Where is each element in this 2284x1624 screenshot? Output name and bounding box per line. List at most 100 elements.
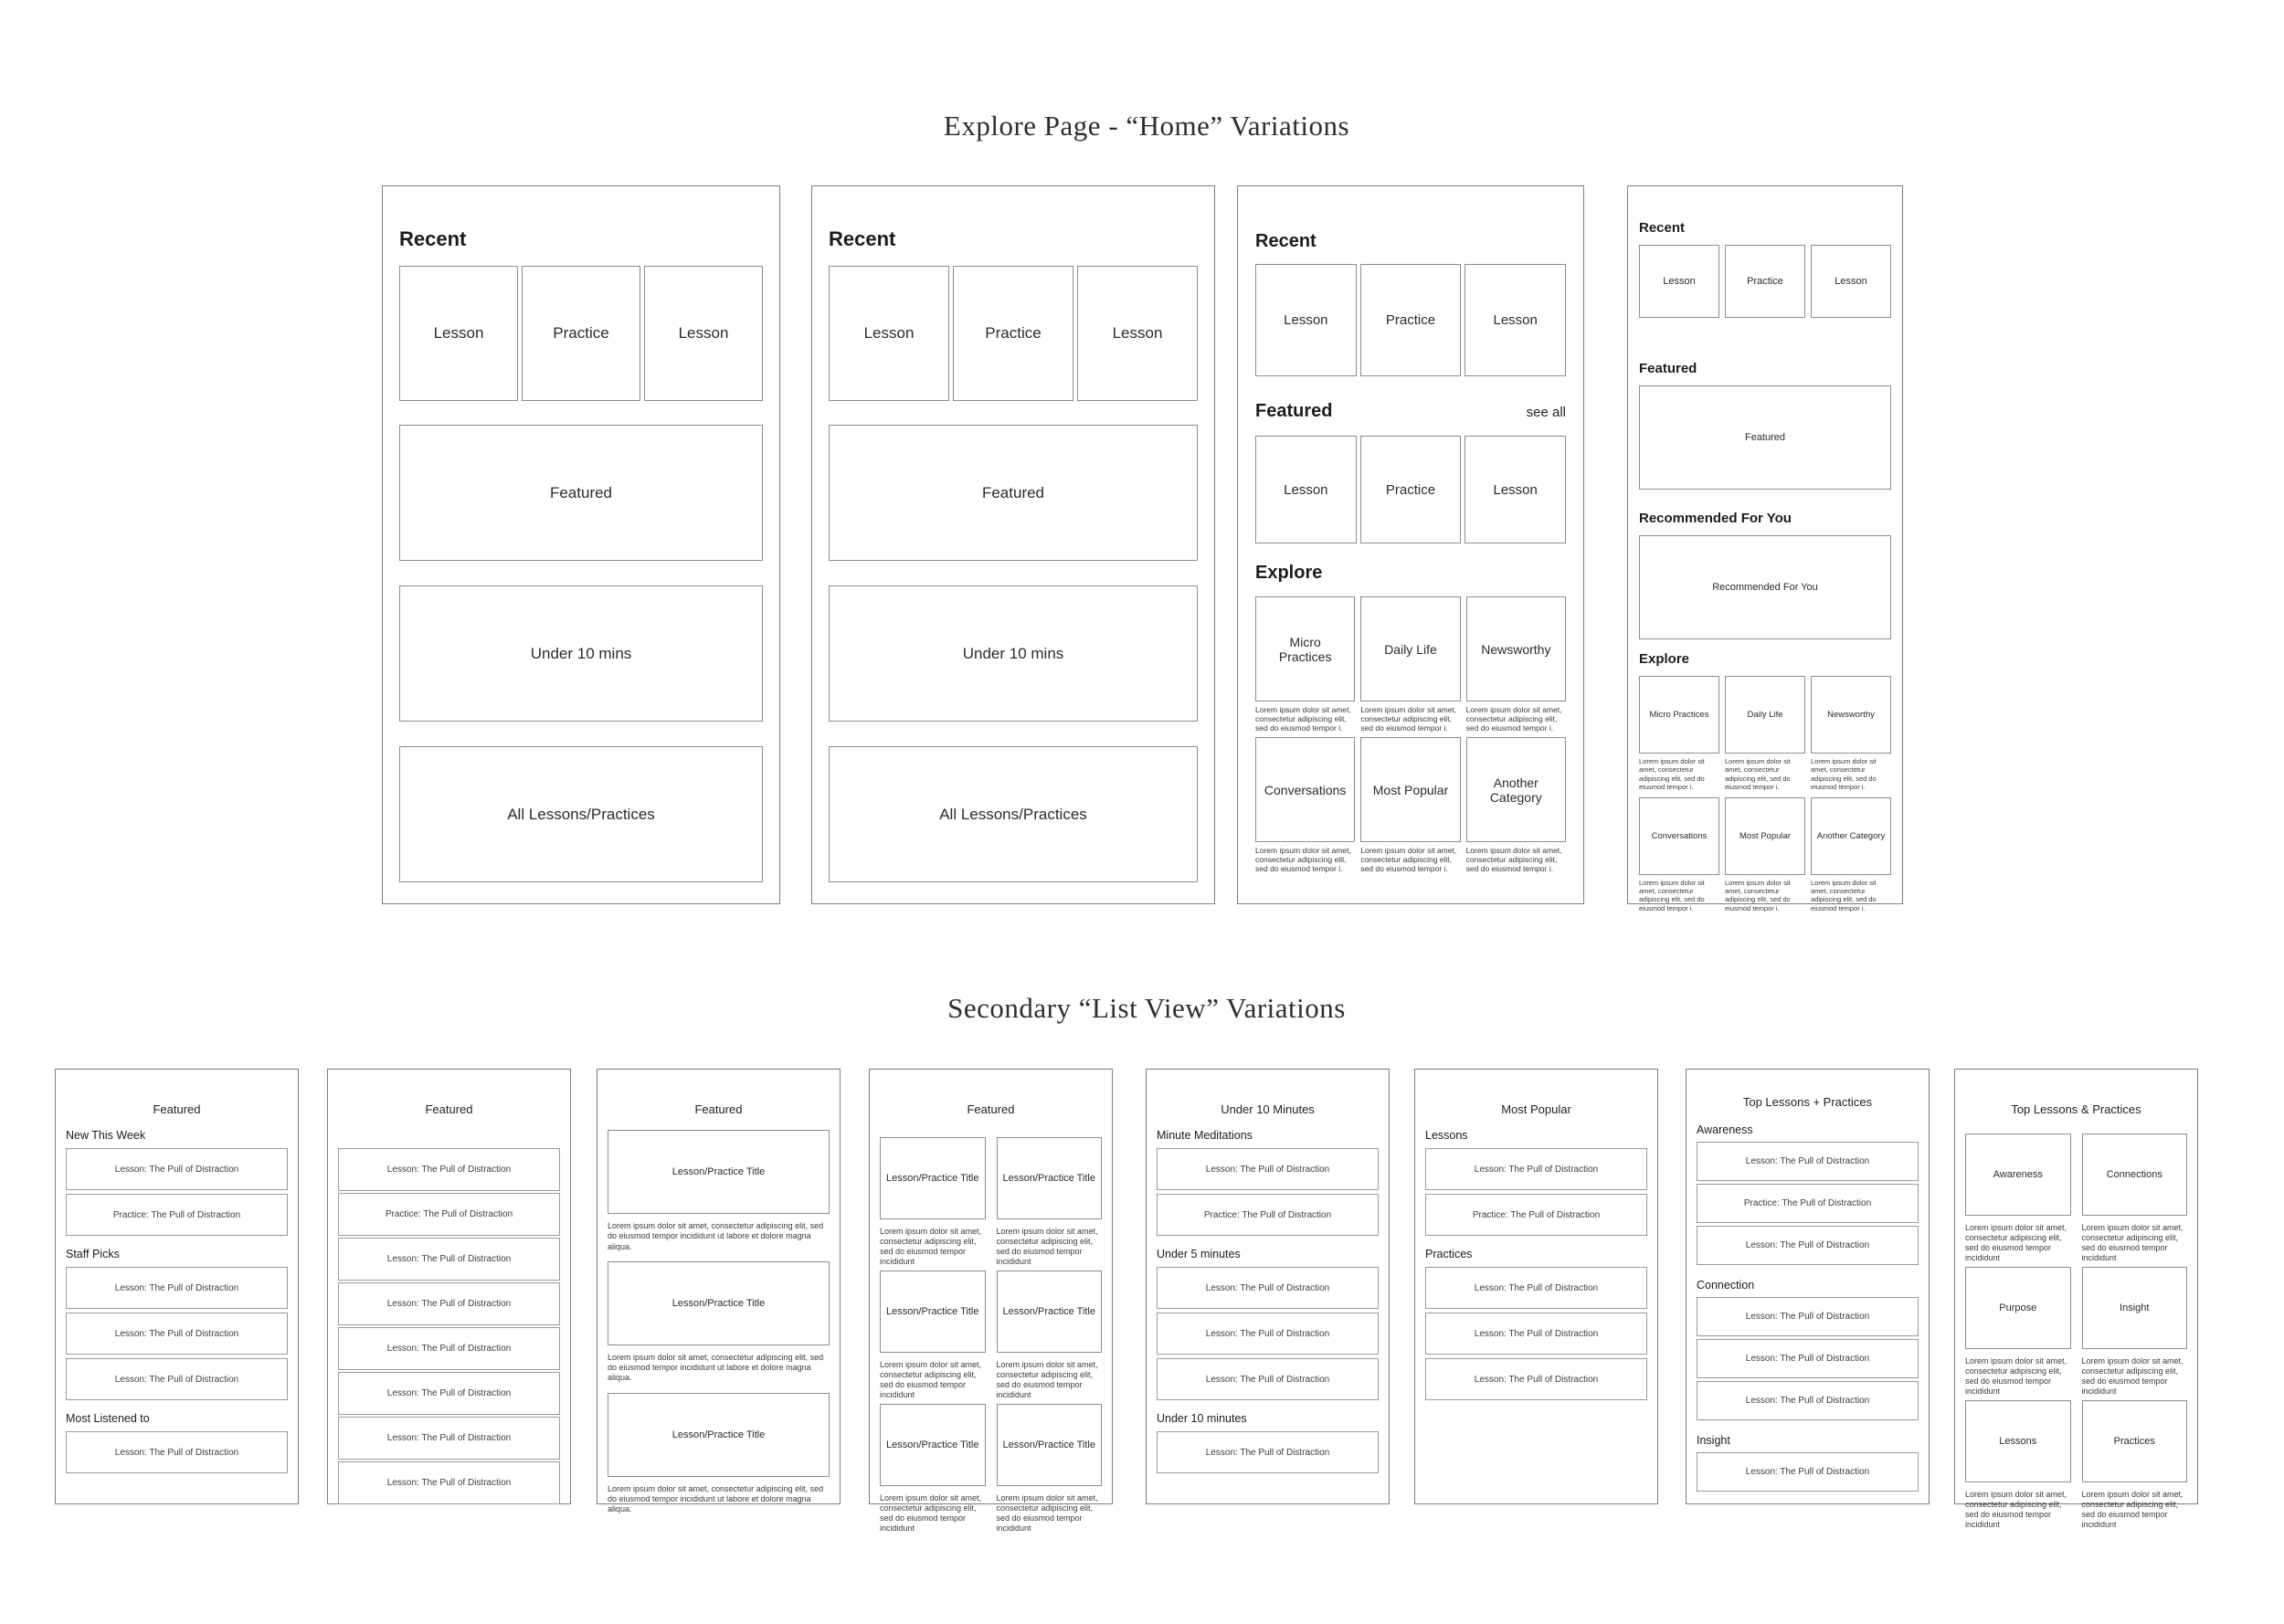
list-section-label: Insight: [1697, 1434, 1730, 1447]
list-section-label: New This Week: [66, 1129, 146, 1142]
panel-title: Top Lessons + Practices: [1742, 1095, 1873, 1109]
list-row: Practice: The Pull of Distraction: [1697, 1184, 1919, 1223]
content-tile: Lesson: [1639, 245, 1719, 318]
list-section-label: Practices: [1425, 1248, 1473, 1260]
category-caption: Lorem ipsum dolor sit amet, consectetur …: [2081, 1355, 2184, 1396]
category-box: Conversations: [1639, 796, 1719, 875]
wireframe-list-variant-8: Top Lessons & Practices Awareness Lorem …: [1954, 1069, 2198, 1529]
panel-title: Top Lessons & Practices: [2011, 1102, 2141, 1116]
content-tile: Lesson: [644, 266, 763, 401]
list-row: Lesson: The Pull of Distraction: [1157, 1313, 1379, 1355]
list-row: Practice: The Pull of Distraction: [1157, 1194, 1379, 1236]
wireframe-list-variant-3: Featured Lesson/Practice Title Lorem ips…: [597, 1069, 841, 1513]
card-caption: Lorem ipsum dolor sit amet, consectetur …: [996, 1227, 1098, 1266]
explore-cell: Daily Life Lorem ipsum dolor sit amet, c…: [1725, 676, 1805, 792]
category-caption: Lorem ipsum dolor sit amet, consectetur …: [1811, 878, 1877, 912]
category-cell: Insight Lorem ipsum dolor sit amet, cons…: [2081, 1266, 2187, 1397]
featured-box: Featured: [1639, 385, 1891, 490]
explore-cell: Newsworthy Lorem ipsum dolor sit amet, c…: [1811, 676, 1891, 792]
list-section-label: Under 10 minutes: [1157, 1412, 1247, 1425]
content-tile: Practice: [953, 266, 1073, 401]
card-caption: Lorem ipsum dolor sit amet, consectetur …: [996, 1359, 1098, 1399]
content-tile: Lesson: [1255, 264, 1357, 376]
featured-header-row: Featured see all: [1255, 400, 1566, 422]
category-cell: Lessons Lorem ipsum dolor sit amet, cons…: [1965, 1399, 2071, 1530]
category-cell: Practices Lorem ipsum dolor sit amet, co…: [2081, 1399, 2187, 1530]
explore-heading: Explore: [1639, 651, 1690, 667]
list-row: Lesson: The Pull of Distraction: [66, 1148, 288, 1190]
lesson-card: Lesson/Practice Title: [996, 1270, 1102, 1353]
card-caption: Lorem ipsum dolor sit amet, consectetur …: [880, 1492, 982, 1533]
section-box: All Lessons/Practices: [399, 746, 763, 882]
list-section: Most Listened to Lesson: The Pull of Dis…: [66, 1411, 288, 1473]
list-section: Awareness Lesson: The Pull of Distractio…: [1697, 1123, 1919, 1265]
list-section: Minute Meditations Lesson: The Pull of D…: [1157, 1128, 1379, 1236]
home-variations-section-title: Explore Page - “Home” Variations: [943, 110, 1350, 142]
category-box: Awareness: [1965, 1134, 2071, 1216]
wireframe-list-variant-6: Most Popular Lessons Lesson: The Pull of…: [1414, 1069, 1658, 1504]
list-row: Lesson: The Pull of Distraction: [66, 1358, 288, 1400]
list-section: Under 5 minutes Lesson: The Pull of Dist…: [1157, 1247, 1379, 1400]
explore-cell: Another Category Lorem ipsum dolor sit a…: [1465, 737, 1566, 873]
list-section: Under 10 minutes Lesson: The Pull of Dis…: [1157, 1411, 1379, 1473]
card-cell: Lesson/Practice Title Lorem ipsum dolor …: [880, 1137, 986, 1267]
content-tile: Practice: [522, 266, 640, 401]
panel-title: Most Popular: [1501, 1102, 1571, 1116]
category-box: Conversations: [1255, 737, 1356, 843]
content-tile: Lesson: [1465, 264, 1567, 376]
category-cell: Awareness Lorem ipsum dolor sit amet, co…: [1965, 1134, 2071, 1263]
category-box: Daily Life: [1360, 596, 1461, 701]
explore-cell: Another Category Lorem ipsum dolor sit a…: [1811, 796, 1891, 913]
category-caption: Lorem ipsum dolor sit amet, consectetur …: [1725, 878, 1791, 912]
lesson-card: Lesson/Practice Title: [996, 1137, 1102, 1219]
category-caption: Lorem ipsum dolor sit amet, consectetur …: [2081, 1223, 2184, 1262]
featured-heading: Featured: [1255, 401, 1333, 421]
list-section: Insight Lesson: The Pull of Distraction: [1697, 1433, 1919, 1492]
recent-heading: Recent: [399, 227, 467, 250]
list-section: Connection Lesson: The Pull of Distracti…: [1697, 1278, 1919, 1420]
recommended-box: Recommended For You: [1639, 535, 1891, 639]
category-box: Connections: [2081, 1134, 2187, 1216]
featured-heading: Featured: [1639, 361, 1697, 376]
content-tile: Lesson: [399, 266, 518, 401]
category-cell: Purpose Lorem ipsum dolor sit amet, cons…: [1965, 1266, 2071, 1397]
category-caption: Lorem ipsum dolor sit amet, consectetur …: [1725, 757, 1791, 792]
lesson-card: Lesson/Practice Title: [880, 1270, 986, 1353]
category-cell: Connections Lorem ipsum dolor sit amet, …: [2081, 1134, 2187, 1263]
list-section-label: Staff Picks: [66, 1248, 120, 1260]
category-caption: Lorem ipsum dolor sit amet, consectetur …: [2081, 1489, 2184, 1529]
content-tile: Practice: [1359, 436, 1462, 543]
section-box: Featured: [399, 425, 763, 561]
explore-cell: Most Popular Lorem ipsum dolor sit amet,…: [1360, 737, 1461, 873]
recent-heading: Recent: [1639, 220, 1686, 236]
list-row: Lesson: The Pull of Distraction: [1425, 1358, 1647, 1400]
card-caption: Lorem ipsum dolor sit amet, consectetur …: [608, 1221, 824, 1251]
wireframe-list-variant-5: Under 10 Minutes Minute Meditations Less…: [1146, 1069, 1390, 1504]
list-row: Lesson: The Pull of Distraction: [1157, 1358, 1379, 1400]
category-box: Newsworthy: [1465, 596, 1566, 701]
list-row: Lesson: The Pull of Distraction: [1697, 1142, 1919, 1181]
content-tile: Practice: [1359, 264, 1462, 376]
list-row: Lesson: The Pull of Distraction: [66, 1313, 288, 1355]
category-box: Insight: [2081, 1266, 2187, 1349]
category-box: Daily Life: [1725, 676, 1805, 754]
lesson-card: Lesson/Practice Title: [608, 1392, 830, 1477]
category-caption: Lorem ipsum dolor sit amet, consectetur …: [1811, 757, 1877, 792]
see-all-link: see all: [1526, 405, 1566, 420]
category-box: Another Category: [1465, 737, 1566, 843]
content-tile: Lesson: [1811, 245, 1891, 318]
lesson-card: Lesson/Practice Title: [608, 1260, 830, 1345]
card-cell: Lesson/Practice Title Lorem ipsum dolor …: [608, 1260, 830, 1384]
explore-grid: Micro Practices Lorem ipsum dolor sit am…: [1639, 676, 1891, 912]
card-cell: Lesson/Practice Title Lorem ipsum dolor …: [996, 1270, 1102, 1400]
category-box: Purpose: [1965, 1266, 2071, 1349]
explore-cell: Micro Practices Lorem ipsum dolor sit am…: [1255, 596, 1356, 733]
wireframe-list-variant-2: Featured Lesson: The Pull of Distraction…: [327, 1069, 571, 1504]
explore-cell: Daily Life Lorem ipsum dolor sit amet, c…: [1360, 596, 1461, 733]
wireframe-list-variant-4: Featured Lesson/Practice Title Lorem ips…: [869, 1069, 1113, 1533]
